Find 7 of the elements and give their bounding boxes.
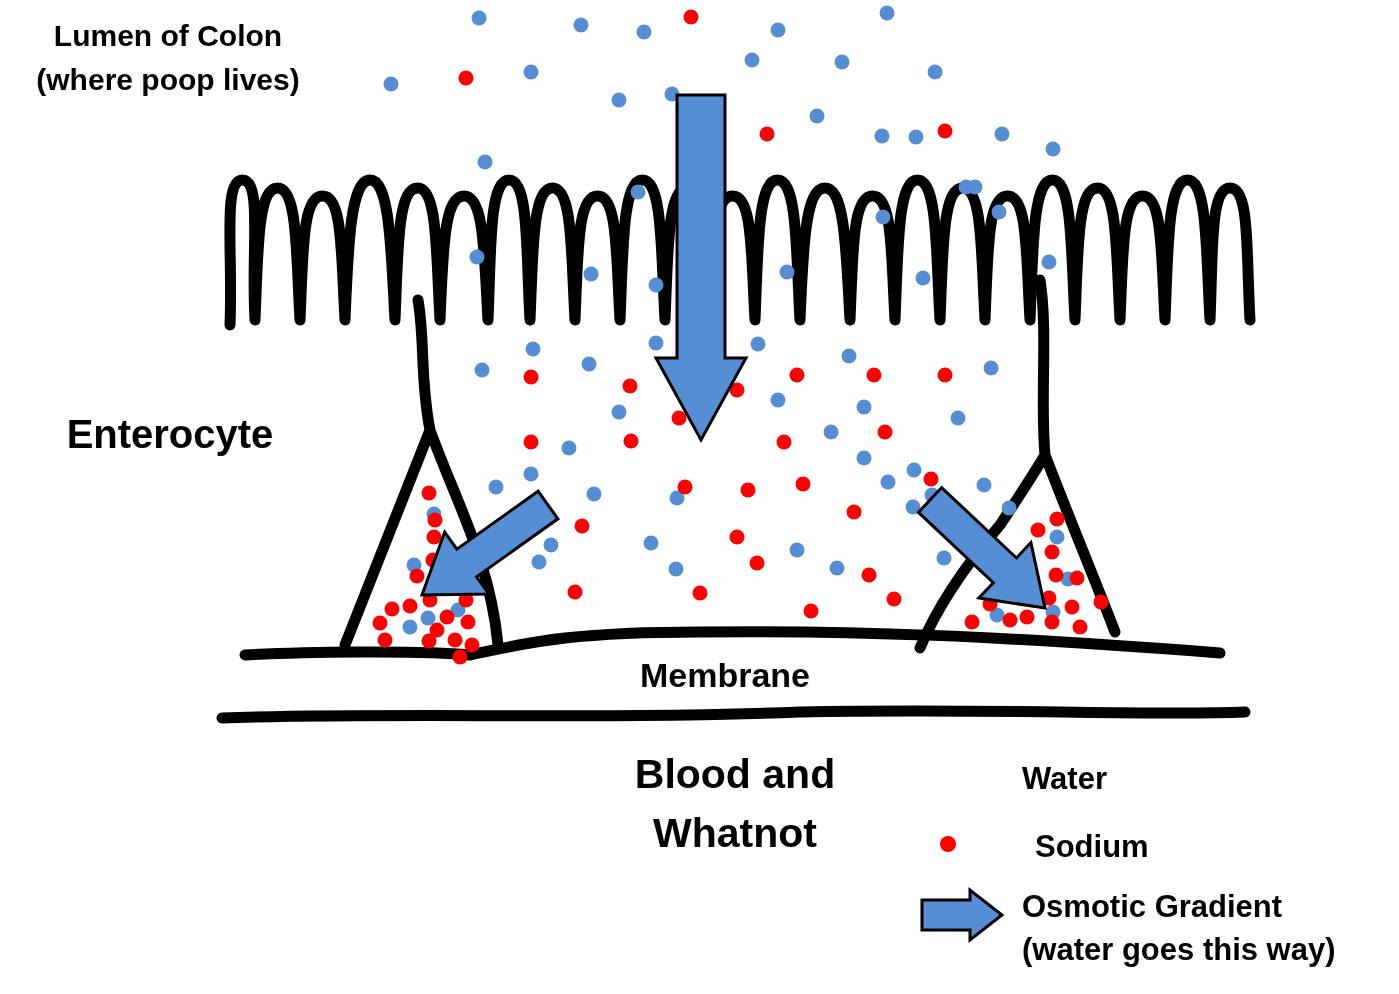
region-label: Membrane — [638, 655, 812, 696]
legend-label: Sodium — [1035, 828, 1150, 866]
legend-label: Water — [1022, 760, 1108, 798]
region-label: Blood and Whatnot — [633, 750, 837, 859]
legend-label: Osmotic Gradient (water goes this way) — [1022, 888, 1337, 970]
region-label: Enterocyte — [65, 411, 275, 458]
region-label: Lumen of Colon (where poop lives) — [35, 18, 301, 98]
